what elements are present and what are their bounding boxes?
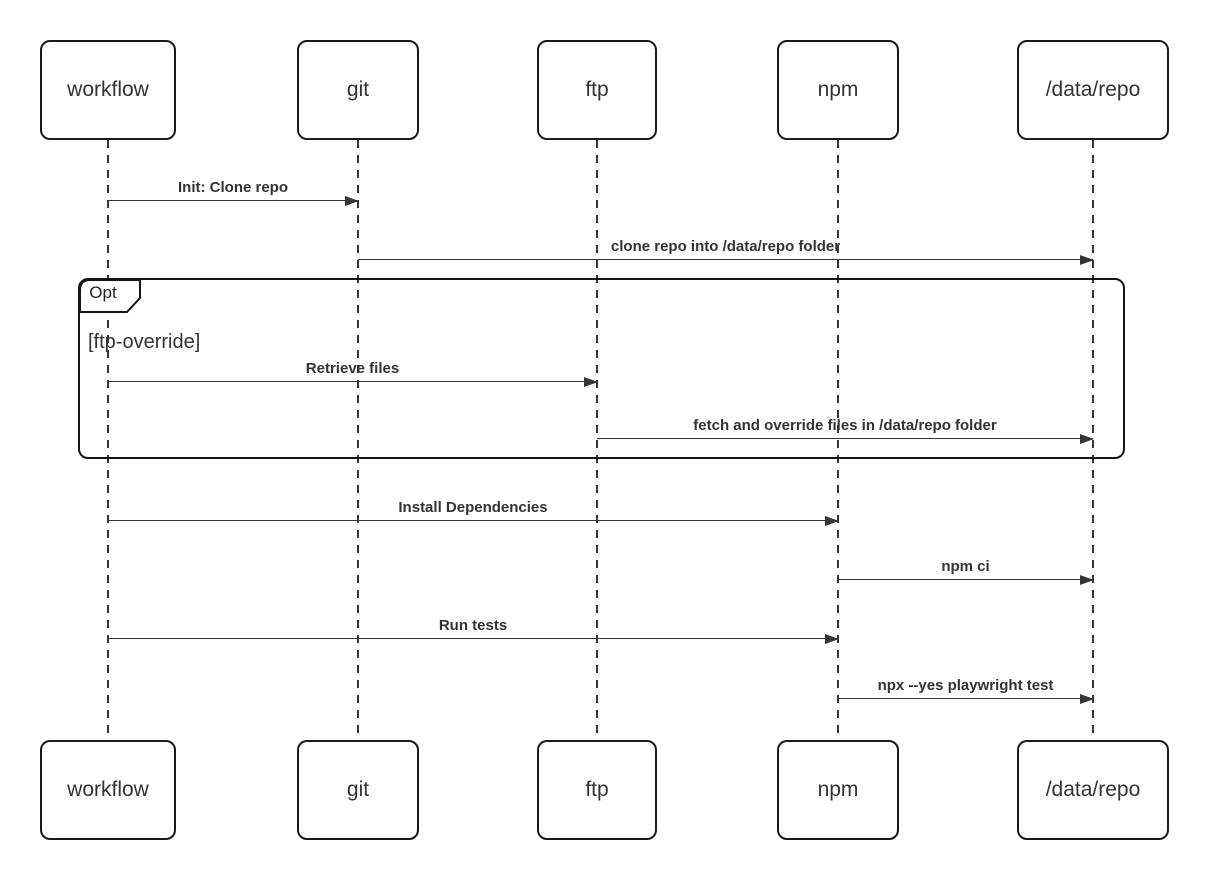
lifeline-ftp	[596, 140, 598, 740]
message-arrow	[108, 516, 839, 527]
message-arrow	[838, 575, 1094, 586]
actor-workflow-top: workflow	[40, 40, 176, 140]
arrowhead-icon	[345, 196, 359, 207]
opt-keyword: Opt	[89, 283, 117, 302]
message-arrow	[597, 434, 1094, 445]
message-label: npx --yes playwright test	[877, 677, 1054, 694]
message-arrow	[108, 377, 598, 388]
actor-data-repo-top: /data/repo	[1017, 40, 1169, 140]
arrowhead-icon	[1080, 694, 1094, 705]
actor-git-bottom: git	[297, 740, 419, 840]
message-npm-ci: npm ci	[838, 557, 1094, 586]
message-arrow	[838, 694, 1094, 705]
message-arrow	[108, 196, 359, 207]
message-label: Retrieve files	[305, 360, 400, 377]
message-arrow	[108, 634, 839, 645]
actor-ftp-bottom: ftp	[537, 740, 657, 840]
message-run-tests: Run tests	[108, 616, 839, 645]
message-npx-playwright-test: npx --yes playwright test	[838, 676, 1094, 705]
actor-ftp-top: ftp	[537, 40, 657, 140]
message-retrieve-files: Retrieve files	[108, 359, 598, 388]
actor-npm-top: npm	[777, 40, 899, 140]
message-clone-repo-into-folder: clone repo into /data/repo folder	[358, 237, 1094, 266]
opt-tab-shape	[79, 279, 141, 313]
message-label: clone repo into /data/repo folder	[610, 238, 841, 255]
message-label: fetch and override files in /data/repo f…	[693, 417, 997, 434]
actor-npm-bottom: npm	[777, 740, 899, 840]
message-label: Install Dependencies	[398, 499, 548, 516]
message-arrow	[358, 255, 1094, 266]
actor-workflow-bottom: workflow	[40, 740, 176, 840]
opt-fragment-frame	[78, 278, 1125, 459]
actor-data-repo-bottom: /data/repo	[1017, 740, 1169, 840]
lifeline-workflow	[107, 140, 109, 740]
arrowhead-icon	[1080, 575, 1094, 586]
message-label: Run tests	[438, 617, 508, 634]
arrowhead-icon	[825, 516, 839, 527]
message-install-dependencies: Install Dependencies	[108, 498, 839, 527]
lifeline-git	[357, 140, 359, 740]
opt-condition: [ftp-override]	[88, 331, 201, 353]
message-fetch-and-override: fetch and override files in /data/repo f…	[597, 416, 1094, 445]
message-label: Init: Clone repo	[178, 179, 288, 196]
lifeline-npm	[837, 140, 839, 740]
actor-git-top: git	[297, 40, 419, 140]
arrowhead-icon	[825, 634, 839, 645]
arrowhead-icon	[584, 377, 598, 388]
message-init-clone-repo: Init: Clone repo	[108, 178, 359, 207]
message-label: npm ci	[941, 558, 990, 575]
arrowhead-icon	[1080, 255, 1094, 266]
arrowhead-icon	[1080, 434, 1094, 445]
